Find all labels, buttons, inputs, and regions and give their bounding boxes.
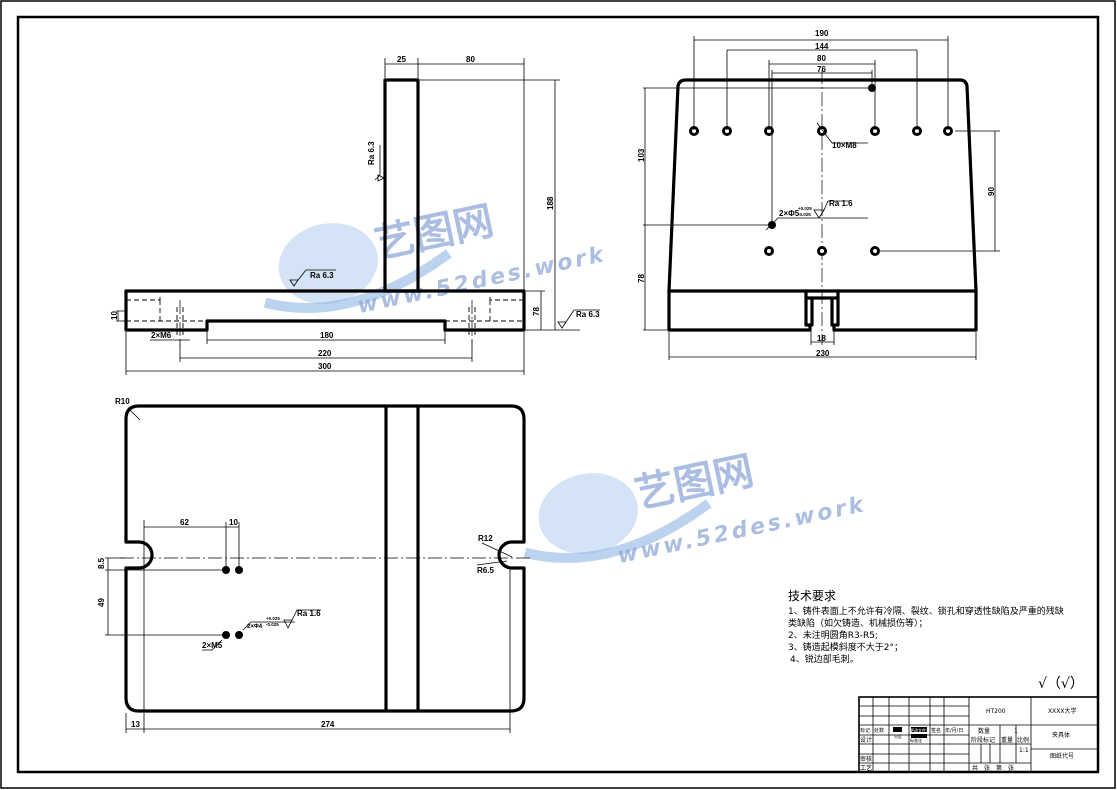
part-name: 夹具体 [1052,731,1070,739]
roughness-vertical: Ra 6.3 [367,141,376,165]
tol-lower: -0.025 [798,212,811,217]
tech-req-title: 技术要求 [788,589,836,603]
dim-78: 78 [637,274,646,283]
tech-req-item: 3、铸造起模斜度不大于2°； [788,641,903,653]
dim-188: 188 [546,196,555,210]
tech-req-item: 1、铸件表面上不允许有冷隔、裂纹、锁孔和穿透性缺陷及严重的残缺 [788,605,1064,617]
quantity-label: 数量 [978,727,990,735]
surface-roughness-note: √（√） [1038,676,1084,692]
roughness-base: Ra 6.3 [576,310,600,319]
dim-10: 10 [110,311,119,320]
roughness-ra16: Ra 1.6 [297,609,321,618]
quantity: 1 [1014,728,1018,735]
sheet-count: 共 张 第 张 [972,764,1014,772]
dim-274: 274 [321,720,335,729]
m8-holes-label: 10×M8 [832,141,857,150]
tech-req-item: 4、锐边部毛刺。 [790,653,859,665]
rev-header: 处数 [874,727,884,734]
dim-76: 76 [817,65,826,74]
tol-lower: -0.025 [266,622,279,627]
process-label: 工艺 [860,764,872,772]
pin-holes-label: 2×Φ5 [779,209,800,218]
tech-req-item: 2、未注明圆角R3-R5; [788,629,878,641]
dim-25: 25 [397,55,406,64]
dim-18: 18 [817,334,826,343]
rev-header: 标记 [860,727,870,734]
review-label: 审核 [860,755,872,763]
thread-label-m5: 2×M5 [202,641,223,650]
drawing-number-label: 图纸代号 [1050,752,1074,760]
tech-requirements: 技术要求 1、铸件表面上不允许有冷隔、裂纹、锁孔和穿透性缺陷及严重的残缺 类缺陷… [788,589,1064,665]
watermark-globe-icon [278,223,378,305]
roughness-top: Ra 6.3 [310,271,334,280]
dim-r6-5: R6.5 [477,566,494,575]
dim-r10: R10 [115,397,130,406]
dim-80: 80 [466,55,475,64]
dim-49: 49 [97,598,106,607]
dim-10: 10 [229,518,238,527]
tol-upper: +0.025 [266,616,280,621]
side-view: 190 144 80 76 103 78 90 230 18 10×M8 2×Φ… [637,29,1000,360]
pin-holes-label: 2×Φ4 [247,624,263,630]
rev-header: 更改文件号 [910,727,930,733]
drawing-border [16,15,1100,774]
stage-label: 阶段标记 [971,736,995,744]
title-block: HT200 XXXX大学 数量 1 夹具体 阶段标记 重量 比例 1:1 图纸代… [858,696,1099,773]
thread-label-m6: 2×M6 [151,331,172,340]
roughness-ra16: Ra 1.6 [829,199,853,208]
dim-r12: R12 [478,534,493,543]
weight-label: 重量 [1001,736,1013,744]
dim-144: 144 [815,42,829,51]
dim-190: 190 [815,29,829,38]
dim-180: 180 [320,331,334,340]
dim-103: 103 [637,148,646,162]
scale-label: 比例 [1017,736,1029,744]
dim-300: 300 [318,362,332,371]
dim-62: 62 [180,518,189,527]
school: XXXX大学 [1048,707,1076,715]
front-view: 25 80 188 78 10 300 220 180 2×M6 Ra 6.3 … [110,55,600,375]
watermark-globe-icon [538,473,638,555]
dim-78: 78 [532,307,541,316]
dim-90: 90 [987,187,996,196]
dim-220: 220 [318,349,332,358]
dim-80: 80 [817,54,826,63]
material: HT200 [986,708,1006,715]
tol-upper: +0.025 [798,206,812,211]
rev-header: 年/月/日 [945,727,963,734]
design-label: 设计 [860,736,872,744]
rev-header: 签名 [931,727,941,734]
scale: 1:1 [1019,747,1029,754]
dim-8-5: 8.5 [97,557,106,569]
tech-req-item: 类缺陷（如欠铸造、机械损伤等）； [788,617,928,629]
dim-230: 230 [816,349,830,358]
standardize-label: 标准化 [910,737,922,743]
dim-13: 13 [131,720,140,729]
top-view: R10 62 10 8.5 49 13 274 R12 R6.5 2×M5 2×… [97,397,530,733]
rev-header: 分区 [894,733,902,739]
